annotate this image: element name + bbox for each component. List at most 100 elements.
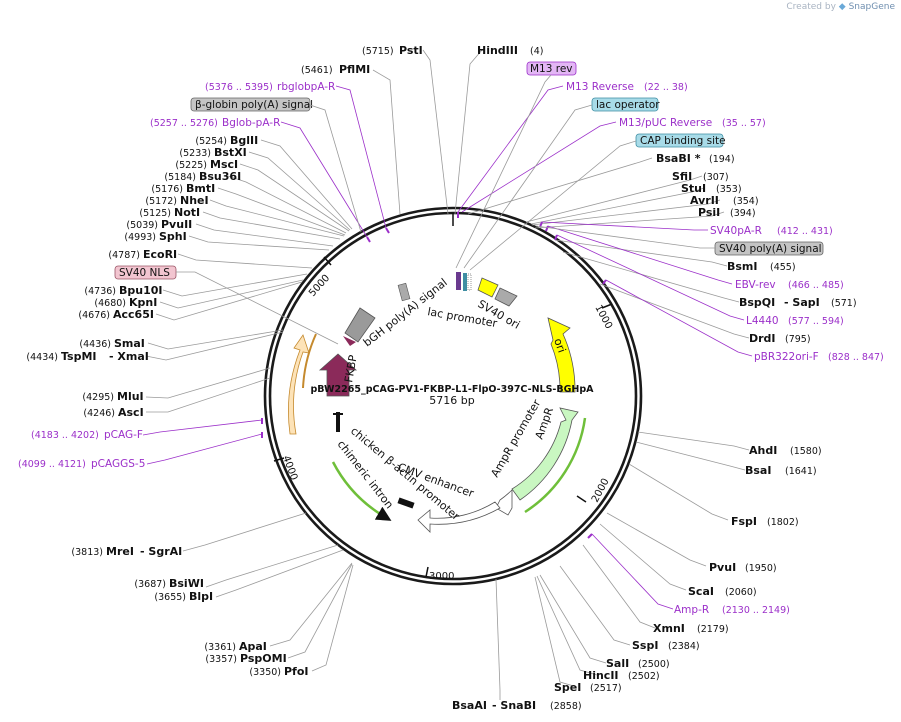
enzyme-alt-sgrai[interactable]: - SgrAI bbox=[140, 545, 182, 558]
enzyme-pos-bspqi: (571) bbox=[831, 298, 857, 309]
primer-name-l4440[interactable]: L4440 bbox=[746, 315, 779, 327]
fkbp-feature[interactable] bbox=[318, 353, 358, 397]
enzyme-name-pflmi[interactable]: PflMI bbox=[339, 63, 370, 76]
primer-pos-pcag-f: (4183 .. 4202) bbox=[31, 430, 99, 441]
enzyme-name-ahdi[interactable]: AhdI bbox=[749, 444, 777, 457]
enzyme-name-pvuii[interactable]: PvuII bbox=[161, 218, 192, 231]
sv40-nls-box[interactable] bbox=[114, 265, 177, 280]
enzyme-pos-ecori: (4787) bbox=[108, 250, 140, 261]
enzyme-name-ecori[interactable]: EcoRI bbox=[143, 248, 177, 261]
enzyme-name-mrei[interactable]: MreI bbox=[106, 545, 134, 558]
enzyme-name-fspi[interactable]: FspI bbox=[731, 515, 757, 528]
enzyme-name-scai[interactable]: ScaI bbox=[688, 585, 714, 598]
enhancer-left-arc bbox=[302, 333, 317, 389]
enzyme-name-acc65i[interactable]: Acc65I bbox=[113, 308, 154, 321]
enzyme-name-bspqi[interactable]: BspQI bbox=[739, 296, 775, 309]
enzyme-name-apai[interactable]: ApaI bbox=[239, 640, 267, 653]
primer-name-rbglobpa-r[interactable]: rbglobpA-R bbox=[277, 81, 335, 93]
enzyme-pos-bsai: (1641) bbox=[785, 466, 817, 477]
enzyme-name-smai[interactable]: SmaI bbox=[114, 337, 145, 350]
m13-rev-box[interactable] bbox=[526, 61, 577, 76]
cmv-enhancer-feature[interactable] bbox=[417, 501, 501, 533]
enzyme-pos-sali: (2500) bbox=[638, 659, 670, 670]
enzyme-name-tspmi[interactable]: TspMI bbox=[61, 350, 97, 363]
enzyme-name-stui[interactable]: StuI bbox=[681, 182, 706, 195]
enzyme-name-pfoi[interactable]: PfoI bbox=[284, 665, 309, 678]
enzyme-pos-fspi: (1802) bbox=[767, 517, 799, 528]
enzyme-name-bsabi[interactable]: BsaBI * bbox=[656, 152, 701, 165]
enzyme-pos-psti: (5715) bbox=[362, 46, 394, 57]
enzyme-alt-xmai[interactable]: - XmaI bbox=[109, 350, 149, 363]
enzyme-name-sfii[interactable]: SfiI bbox=[672, 170, 692, 183]
enzyme-name-msci[interactable]: MscI bbox=[210, 158, 238, 171]
enzyme-name-spei[interactable]: SpeI bbox=[554, 681, 581, 694]
enzyme-name-asci[interactable]: AscI bbox=[118, 406, 144, 419]
enzyme-pos-pvuii: (5039) bbox=[126, 220, 158, 231]
enzyme-pos-drdi: (795) bbox=[785, 334, 811, 345]
ampr-promoter-feature[interactable] bbox=[495, 489, 513, 516]
chimeric-intron-feature[interactable] bbox=[288, 334, 310, 435]
tick-label-5000: 5000 bbox=[307, 273, 332, 299]
ampr-feature[interactable] bbox=[511, 407, 579, 501]
enzyme-name-bmti[interactable]: BmtI bbox=[186, 182, 215, 195]
primer-pos-m13-reverse: (22 .. 38) bbox=[644, 82, 688, 93]
primer-name-m13-reverse[interactable]: M13 Reverse bbox=[566, 81, 634, 93]
bgh-polya-feature[interactable] bbox=[344, 307, 376, 343]
primer-pos-m13-puc-reverse: (35 .. 57) bbox=[722, 118, 766, 129]
primer-name-m13-puc-reverse[interactable]: M13/pUC Reverse bbox=[619, 117, 712, 129]
credit-prefix: Created by bbox=[786, 2, 836, 12]
enzyme-name-bsu36i[interactable]: Bsu36I bbox=[199, 170, 241, 183]
enzyme-name-hindiii[interactable]: HindIII bbox=[477, 44, 518, 57]
plasmid-name: pBW2265_pCAG-PV1-FKBP-L1-FlpO-397C-NLS-B… bbox=[311, 384, 595, 395]
beta-globin-polya-box[interactable] bbox=[190, 97, 311, 112]
enzyme-pos-sspi: (2384) bbox=[668, 641, 700, 652]
enzyme-name-bsiwi[interactable]: BsiWI bbox=[169, 577, 204, 590]
sv40-ori-feature[interactable] bbox=[477, 277, 499, 298]
enzyme-name-pvui[interactable]: PvuI bbox=[709, 561, 736, 574]
enzyme-pos-pflmi: (5461) bbox=[301, 65, 333, 76]
enzyme-name-bsaai[interactable]: BsaAI bbox=[452, 699, 487, 712]
cap-binding-box[interactable] bbox=[635, 133, 724, 148]
enzyme-name-drdi[interactable]: DrdI bbox=[749, 332, 776, 345]
primer-labels: (5376 .. 5395) rbglobpA-R (5257 .. 5276)… bbox=[18, 81, 884, 616]
lac-operator-box[interactable] bbox=[591, 97, 659, 112]
enzyme-name-psii[interactable]: PsiI bbox=[698, 206, 720, 219]
enzyme-name-sali[interactable]: SalI bbox=[606, 657, 629, 670]
primer-name-bglob-pa-r[interactable]: Bglob-pA-R bbox=[222, 117, 280, 129]
enzyme-name-bsmi[interactable]: BsmI bbox=[727, 260, 758, 273]
enzyme-pos-avrii: (354) bbox=[733, 196, 759, 207]
enzyme-name-xmni[interactable]: XmnI bbox=[653, 622, 685, 635]
primer-name-pbr322ori-f[interactable]: pBR322ori-F bbox=[754, 351, 819, 363]
enzyme-name-blpi[interactable]: BlpI bbox=[189, 590, 213, 603]
sv40-polya-box[interactable] bbox=[714, 241, 824, 256]
primer-name-sv40pa-r[interactable]: SV40pA-R bbox=[710, 225, 762, 237]
chicken-beta-actin-promoter-feature bbox=[331, 461, 392, 521]
lac-promoter-feature[interactable] bbox=[456, 272, 461, 290]
enzyme-name-mlui[interactable]: MluI bbox=[117, 390, 144, 403]
sv40-grey-feature[interactable] bbox=[494, 287, 518, 307]
enzyme-name-sspi[interactable]: SspI bbox=[632, 639, 658, 652]
primer-name-amp-r[interactable]: Amp-R bbox=[674, 604, 709, 616]
enzyme-alt-sapi[interactable]: - SapI bbox=[784, 296, 820, 309]
primer-name-pcag-f[interactable]: pCAG-F bbox=[104, 429, 143, 441]
enzyme-name-nhei[interactable]: NheI bbox=[180, 194, 209, 207]
enzyme-name-bpu10i[interactable]: Bpu10I bbox=[119, 284, 163, 297]
ori-feature[interactable] bbox=[547, 317, 576, 393]
enzyme-name-kpni[interactable]: KpnI bbox=[129, 296, 157, 309]
enzyme-name-sphi[interactable]: SphI bbox=[159, 230, 187, 243]
primer-name-pcaggs-5[interactable]: pCAGGS-5 bbox=[91, 458, 145, 470]
enzyme-name-hincii[interactable]: HincII bbox=[583, 669, 619, 682]
enzyme-name-pspomi[interactable]: PspOMI bbox=[240, 652, 287, 665]
enzyme-alt-snabi[interactable]: - SnaBI bbox=[492, 699, 536, 712]
enzyme-name-noti[interactable]: NotI bbox=[174, 206, 200, 219]
enzyme-name-bglii[interactable]: BglII bbox=[230, 134, 258, 147]
enzyme-name-bsai[interactable]: BsaI bbox=[745, 464, 771, 477]
lac-operator-box-label: lac operator bbox=[596, 99, 660, 111]
primer-name-ebv-rev[interactable]: EBV-rev bbox=[735, 279, 776, 291]
enzyme-name-bstxi[interactable]: BstXI bbox=[214, 146, 247, 159]
enzyme-name-psti[interactable]: PstI bbox=[399, 44, 423, 57]
cap-binding-box-label: CAP binding site bbox=[640, 135, 726, 147]
enzyme-pos-psii: (394) bbox=[730, 208, 756, 219]
enzyme-name-avrii[interactable]: AvrII bbox=[690, 194, 719, 207]
enzyme-pos-bsu36i: (5184) bbox=[164, 172, 196, 183]
